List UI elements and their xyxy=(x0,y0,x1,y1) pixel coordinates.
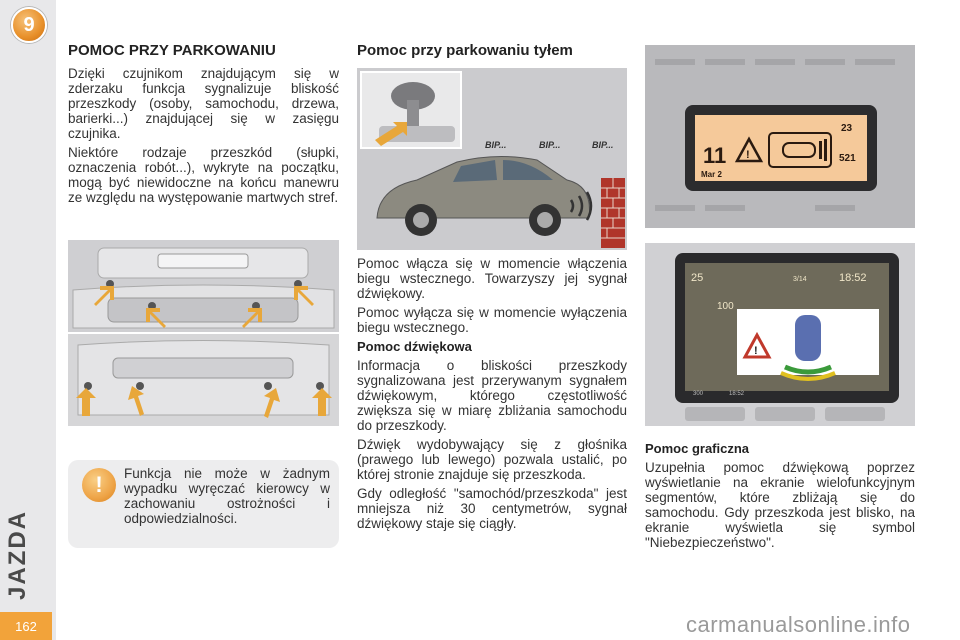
bumper-sensors-svg xyxy=(68,240,339,426)
lcd-screen xyxy=(695,115,867,181)
multifunction-screen-photo: 25 3/14 18:52 100 ! 300 18:52 xyxy=(645,243,915,426)
arrow-icon xyxy=(312,388,332,416)
car-top-icon xyxy=(795,315,821,361)
car-illustration xyxy=(376,155,591,236)
beep-label: BIP... xyxy=(539,140,560,150)
arrow-icon xyxy=(375,122,407,146)
audible-paragraph-3: Gdy odległość "samochód/przeszkoda" jest… xyxy=(357,486,627,531)
svg-text:!: ! xyxy=(754,345,758,357)
intro-text: Dzięki czujnikom znajdującym się w zderz… xyxy=(68,66,339,209)
audible-assist-heading: Pomoc dźwiękowa xyxy=(357,339,472,354)
sensor-icon xyxy=(136,382,144,390)
arrow-icon xyxy=(76,388,96,416)
danger-icon xyxy=(742,331,772,359)
beep-label: BIP... xyxy=(485,140,506,150)
car-top-icon xyxy=(782,142,816,158)
arrow-icon xyxy=(146,308,166,328)
chapter-label: JAZDA xyxy=(4,509,31,600)
warning-text: Funkcja nie może w żadnym wypadku wyręcz… xyxy=(124,466,330,526)
screen-temp: 25 xyxy=(691,272,703,284)
intro-paragraph-2: Niektóre rodzaje przeszkód (słupki, ozna… xyxy=(68,145,339,205)
display-temp: 23 xyxy=(841,123,853,134)
svg-text:!: ! xyxy=(746,149,750,161)
audible-paragraph-1: Informacja o bliskości przeszkody sygnal… xyxy=(357,358,627,433)
arrow-icon xyxy=(242,308,262,328)
arrow-icon xyxy=(294,286,314,306)
watermark: carmanualsonline.info xyxy=(686,612,911,637)
display-big-number: 11 xyxy=(703,143,726,168)
audible-paragraph-2: Dźwięk wydobywający się z głośnika (praw… xyxy=(357,437,627,482)
display-value: 521 xyxy=(839,153,856,164)
screen-time-3: 18:52 xyxy=(729,391,745,397)
arrow-icon xyxy=(128,386,144,416)
reverse-gear-car-illustration: BIP... BIP... BIP... xyxy=(357,68,627,250)
display2-svg: 25 3/14 18:52 100 ! 300 18:52 xyxy=(645,243,915,426)
arrow-icon xyxy=(264,388,280,418)
sensor-icon xyxy=(264,382,272,390)
rear-parking-text: Pomoc włącza się w momencie włączenia bi… xyxy=(357,256,627,535)
sensor-icon xyxy=(84,382,92,390)
beep-label: BIP... xyxy=(592,140,613,150)
chapter-sidebar xyxy=(0,0,56,640)
arrow-icon xyxy=(94,286,114,306)
warning-box: ! Funkcja nie może w żadnym wypadku wyrę… xyxy=(68,460,339,548)
screen-time-2: 18:52 xyxy=(839,272,867,284)
graphic-assist-text: Pomoc graficzna Uzupełnia pomoc dźwiękow… xyxy=(645,441,915,554)
intro-paragraph-1: Dzięki czujnikom znajdującym się w zderz… xyxy=(68,66,339,141)
warning-icon: ! xyxy=(82,468,116,502)
bumper-sensors-illustration xyxy=(68,240,339,426)
display1-svg: 11 Mar 2 ! 23 521 xyxy=(645,45,915,228)
dashboard-display-photo: 11 Mar 2 ! 23 521 xyxy=(645,45,915,228)
screen-distance-2: 300 xyxy=(693,391,704,397)
sound-waves-icon xyxy=(569,191,593,221)
deactivation-paragraph: Pomoc wyłącza się w momencie wyłączenia … xyxy=(357,305,627,335)
display-date: Mar 2 xyxy=(701,170,722,179)
chapter-badge: 9 xyxy=(11,7,47,43)
activation-paragraph: Pomoc włącza się w momencie włączenia bi… xyxy=(357,256,627,301)
graphic-assist-heading: Pomoc graficzna xyxy=(645,441,750,456)
rear-parking-heading: Pomoc przy parkowaniu tyłem xyxy=(357,42,573,59)
screen-distance: 100 xyxy=(717,301,734,312)
graphic-assist-paragraph: Uzupełnia pomoc dźwiękową poprzez wyświe… xyxy=(645,460,915,550)
reverse-car-svg: BIP... BIP... BIP... xyxy=(357,68,627,250)
brick-wall xyxy=(601,178,625,248)
page-number: 162 xyxy=(0,612,52,640)
danger-icon xyxy=(734,136,764,163)
section-heading: POMOC PRZY PARKOWANIU xyxy=(68,42,276,59)
screen-time-1: 3/14 xyxy=(793,276,807,283)
